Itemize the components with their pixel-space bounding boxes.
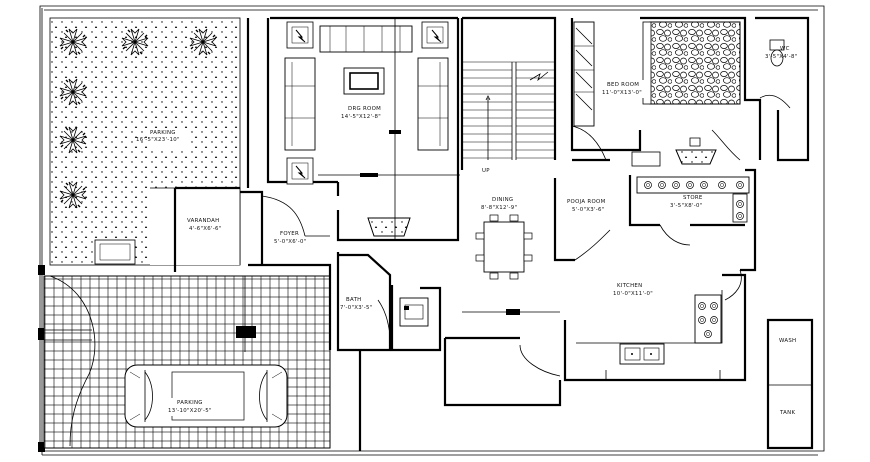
dining-size: 8'-8"X12'-9"	[481, 205, 517, 211]
bed-room: BED ROOM 11'-0"X13'-0"	[571, 21, 741, 167]
parking-top-name: PARKING	[150, 130, 176, 136]
kitchen-size: 10'-0"X11'-0"	[613, 291, 653, 297]
bed-symbol	[642, 21, 741, 105]
store-size: 3'-5"X8'-0"	[670, 203, 703, 209]
wc-name: WC	[780, 46, 790, 52]
wash-label: WASH	[779, 338, 796, 344]
bath-name: BATH	[346, 297, 362, 303]
drg-room-size: 14'-5"X12'-8"	[341, 114, 381, 120]
parking-bottom-size: 13'-10"X20'-5"	[168, 408, 212, 414]
sink-symbol	[619, 343, 665, 365]
bed-room-size: 11'-0"X13'-0"	[602, 90, 642, 96]
stove-symbol	[636, 176, 750, 223]
outer-boundary	[38, 5, 825, 456]
wc-size: 3'-5"X4'-8"	[765, 54, 798, 60]
car-symbol	[124, 364, 288, 428]
basin-symbol	[399, 297, 429, 327]
dining-area: DINING 8'-8"X12'-9"	[462, 197, 561, 377]
drawing-room: DRG ROOM 14'-5"X12'-8"	[284, 18, 460, 240]
drg-room-name: DRG ROOM	[348, 106, 381, 112]
pooja-room: POOJA ROOM 5'-0"X3'-6"	[567, 199, 611, 261]
foyer-size: 5'-0"X6'-0"	[274, 239, 307, 245]
varandah-name: VARANDAH	[187, 218, 219, 224]
pooja-room-name: POOJA ROOM	[567, 199, 606, 205]
wc-room: WC 3'-5"X4'-8"	[759, 39, 798, 109]
store-name: STORE	[683, 195, 703, 201]
foyer-name: FOYER	[280, 231, 299, 237]
kitchen-room: KITCHEN 10'-0"X11'-0"	[576, 269, 742, 380]
dining-name: DINING	[492, 197, 513, 203]
stair-up-label: UP	[482, 168, 490, 174]
varandah-size: 4'-6"X6'-6"	[189, 226, 222, 232]
walls	[173, 16, 814, 451]
bed-room-name: BED ROOM	[607, 82, 639, 88]
parking-bottom-name: PARKING	[177, 400, 203, 406]
store-room: STORE 3'-5"X8'-0"	[636, 176, 750, 246]
staircase: UP	[462, 61, 555, 174]
varandah-foyer: VARANDAH 4'-6"X6'-6" FOYER 5'-0"X6'-0"	[187, 195, 330, 245]
wash-tank: WASH TANK	[779, 338, 796, 416]
pooja-room-size: 5'-0"X3'-6"	[572, 207, 605, 213]
parking-top-size: 16'-5"X23'-10"	[136, 137, 180, 143]
kitchen-name: KITCHEN	[617, 283, 642, 289]
dining-table-symbol	[475, 214, 533, 280]
bath-size: 7'-0"X3'-5"	[340, 305, 373, 311]
parking-tiled-area: PARKING 13'-10"X20'-5"	[43, 275, 331, 449]
wardrobe	[573, 21, 595, 127]
sofa-symbol	[284, 25, 449, 151]
tank-label: TANK	[779, 410, 795, 416]
bath-room: BATH 7'-0"X3'-5"	[340, 297, 429, 336]
wc-symbol	[769, 39, 785, 67]
